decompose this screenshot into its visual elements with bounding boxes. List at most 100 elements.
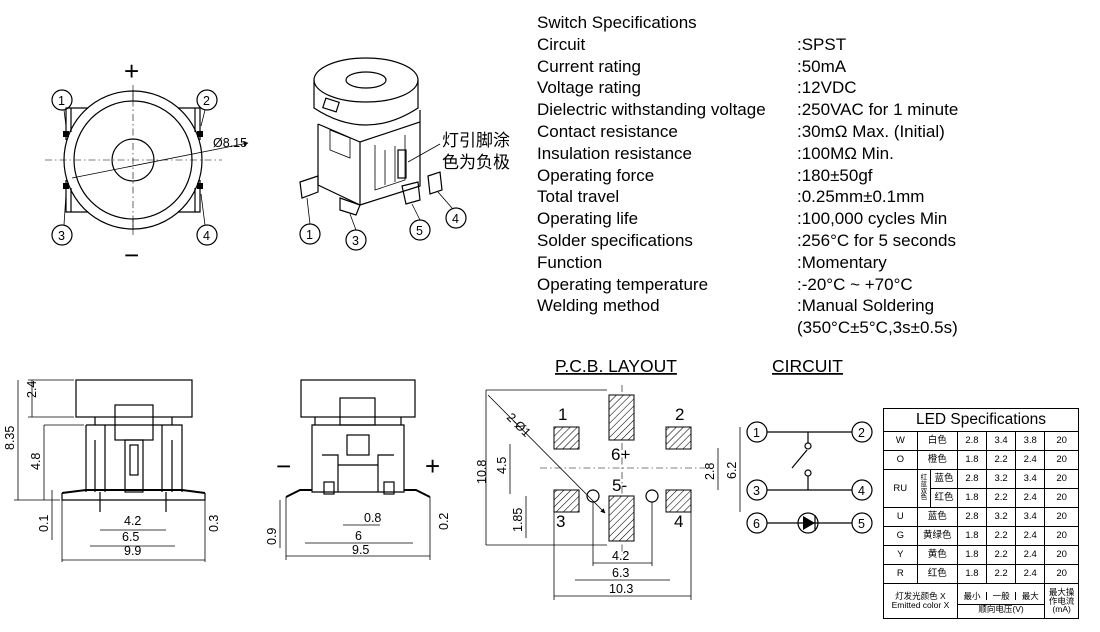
side-minus: − [276, 451, 291, 481]
svg-text:6: 6 [753, 517, 760, 531]
svg-text:1: 1 [753, 426, 760, 440]
pcb-pad-3 [553, 489, 580, 513]
side-view: − + 0.9 0.8 6 9.5 0.2 [265, 379, 451, 560]
pcb-pad-6 [608, 394, 635, 441]
pcb-dims: 10.8 4.5 1.85 2.8 6.2 4.2 6.3 10.3 [475, 389, 741, 600]
svg-text:3: 3 [753, 484, 760, 498]
spec-row: Contact resistance:30mΩ Max. (Initial) [537, 121, 945, 141]
circuit-diagram: CIRCUIT 1 2 3 4 6 5 [746, 356, 873, 534]
svg-text:0.8: 0.8 [364, 511, 381, 525]
svg-text:6+: 6+ [611, 445, 630, 464]
svg-text:3: 3 [58, 229, 65, 243]
max-current-label: 最大操作电流(mA) [1044, 583, 1079, 619]
svg-text:4.5: 4.5 [495, 457, 509, 474]
svg-text:9.5: 9.5 [352, 543, 369, 557]
svg-text:2-Ø1: 2-Ø1 [504, 410, 534, 440]
svg-text:8.35: 8.35 [3, 426, 17, 450]
svg-text:4.2: 4.2 [124, 514, 141, 528]
svg-text:5: 5 [416, 224, 423, 238]
svg-text:1.85: 1.85 [511, 508, 525, 532]
spec-row: Function:Momentary [537, 252, 887, 272]
switch-specifications: Switch Specifications Circuit:SPST Curre… [537, 12, 958, 339]
svg-text:2.4: 2.4 [25, 381, 39, 398]
svg-text:1: 1 [58, 94, 65, 108]
led-note-line1: 灯引脚涂 [442, 131, 510, 150]
spec-row: (350°C±5°C,3s±0.5s) [797, 318, 958, 338]
svg-text:0.3: 0.3 [207, 515, 221, 532]
top-view-pins [63, 90, 203, 230]
spec-row: Insulation resistance:100MΩ Min. [537, 143, 894, 163]
spec-row: Dielectric withstanding voltage:250VAC f… [537, 100, 959, 120]
isometric-view: 灯引脚涂 色为负极 1 3 5 4 [299, 57, 510, 251]
side-plus: + [425, 451, 440, 481]
svg-text:10.3: 10.3 [609, 582, 633, 596]
svg-text:0.9: 0.9 [265, 528, 279, 545]
spec-row: Operating life:100,000 cycles Min [537, 209, 948, 229]
svg-text:1: 1 [558, 405, 567, 424]
svg-text:6.3: 6.3 [612, 566, 629, 580]
svg-text:5-: 5- [612, 476, 627, 495]
svg-text:3: 3 [352, 234, 359, 248]
pcb-title: P.C.B. LAYOUT [555, 356, 677, 376]
svg-text:0.2: 0.2 [437, 513, 451, 530]
pcb-hole-right [645, 489, 659, 503]
svg-text:3: 3 [556, 512, 565, 531]
svg-text:6.5: 6.5 [122, 530, 139, 544]
svg-text:4: 4 [452, 212, 459, 226]
pcb-hole-left [586, 489, 600, 503]
pin-callout-1: 1 [51, 89, 73, 127]
spec-title: Switch Specifications [537, 13, 697, 32]
svg-text:5: 5 [858, 517, 865, 531]
plus-sign: + [124, 56, 139, 86]
svg-text:10.8: 10.8 [475, 460, 489, 484]
emitted-color-cn: 灯发光颜色 X [895, 591, 946, 602]
svg-text:4: 4 [858, 484, 865, 498]
led-note-line2: 色为负极 [442, 153, 510, 172]
pcb-pad-1 [553, 426, 580, 450]
side-dims: 0.9 0.8 6 9.5 0.2 [265, 497, 451, 560]
emitted-color-en: Emitted color X [891, 600, 950, 610]
svg-text:4: 4 [674, 512, 683, 531]
svg-text:9.9: 9.9 [124, 544, 141, 558]
svg-text:4.8: 4.8 [29, 453, 43, 470]
iso-pin-callout-1: 1 [299, 197, 321, 245]
top-view: + − Ø8.15 1 2 3 [45, 56, 249, 270]
front-dims: 2.4 8.35 4.8 0.1 4.2 6.5 9.9 0.3 [3, 379, 221, 562]
pcb-pad-4 [665, 489, 692, 513]
pcb-pad-5 [608, 495, 635, 542]
spec-row: Current rating:50mA [537, 56, 847, 76]
iso-pin-callout-5: 5 [409, 203, 431, 241]
svg-text:0.1: 0.1 [37, 515, 51, 532]
pin-callout-3: 3 [51, 193, 73, 246]
svg-text:4: 4 [203, 229, 210, 243]
spec-row: Voltage rating:12VDC [537, 78, 857, 98]
spec-row: Welding method:Manual Soldering [537, 296, 935, 316]
pcb-layout: P.C.B. LAYOUT 1 2 3 4 6+ 5- 2-Ø1 10.8 4.… [475, 356, 741, 600]
forward-voltage-label: 顺向电压(V) [978, 604, 1024, 615]
svg-text:2.8: 2.8 [703, 463, 717, 480]
svg-text:1: 1 [306, 228, 313, 242]
front-view: 2.4 8.35 4.8 0.1 4.2 6.5 9.9 0.3 [3, 379, 221, 562]
led-table-title: LED Specifications [883, 408, 1079, 432]
diameter-label: Ø8.15 [213, 136, 247, 150]
spec-row: Circuit:SPST [537, 34, 847, 54]
iso-pin-callout-4: 4 [437, 191, 467, 229]
spec-row: Operating temperature:-20°C ~ +70°C [537, 274, 913, 294]
spec-row: Solder specifications:256°C for 5 second… [537, 230, 956, 250]
pin-callout-2: 2 [196, 89, 218, 127]
iso-pin-callout-3: 3 [345, 213, 367, 251]
svg-text:4.2: 4.2 [612, 549, 629, 563]
circuit-title: CIRCUIT [772, 356, 843, 376]
minus-sign: − [124, 240, 139, 270]
svg-text:2: 2 [203, 94, 210, 108]
svg-text:2: 2 [858, 426, 865, 440]
